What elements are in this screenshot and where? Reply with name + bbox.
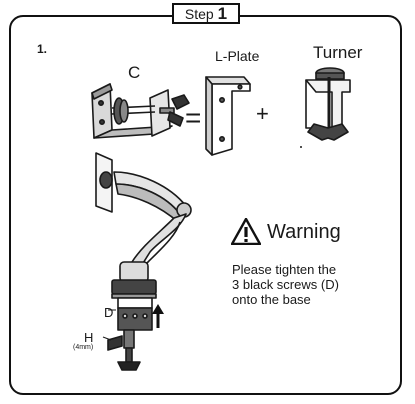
warning-icon — [231, 218, 261, 245]
warning-title: Warning — [267, 221, 341, 243]
plus-sign: + — [256, 101, 269, 126]
label-l-plate: L-Plate — [215, 48, 260, 64]
warning-line: 3 black screws (D) — [232, 277, 339, 292]
callout-h-size: (4mm) — [73, 344, 94, 351]
label-clamp-c: C — [128, 63, 141, 82]
equals-sign: = — [185, 102, 201, 133]
label-turner: Turner — [313, 43, 363, 62]
callout-h: H — [84, 330, 94, 345]
up-arrow-icon — [152, 304, 164, 328]
l-plate-illustration — [205, 76, 251, 156]
turner-illustration — [305, 67, 351, 141]
step-index: 1. — [37, 42, 48, 56]
step-word: Step — [184, 5, 214, 22]
warning-instructions: Please tighten the 3 black screws (D) on… — [232, 262, 339, 307]
step-number: 1 — [217, 3, 228, 23]
step-header: Step 1 — [172, 3, 240, 24]
callout-d: D — [104, 305, 114, 320]
warning-line: onto the base — [232, 292, 311, 307]
c-clamp-illustration — [91, 83, 190, 139]
monitor-arm-illustration — [95, 152, 192, 371]
warning-line: Please tighten the — [232, 262, 337, 277]
